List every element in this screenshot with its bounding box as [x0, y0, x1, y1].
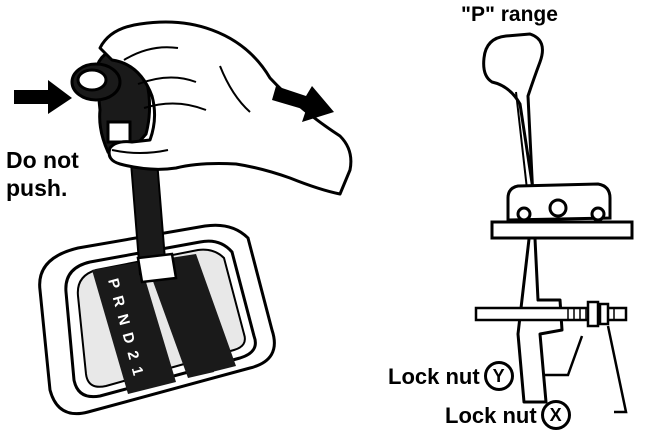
- mounting-bracket: [490, 182, 634, 240]
- lock-nut-x-badge: X: [540, 400, 571, 430]
- shift-knob: [70, 46, 152, 154]
- lock-nut-y-part: [586, 300, 610, 328]
- leader-lines: [544, 325, 628, 414]
- shift-gate-slot: [92, 254, 236, 394]
- lock-nut-y-text: Lock nut: [388, 363, 480, 389]
- p-range-label: "P" range: [461, 3, 558, 26]
- hand-illustration: [98, 20, 353, 196]
- pull-direction-arrow: [272, 86, 334, 122]
- lock-nut-x-text: Lock nut: [445, 402, 537, 428]
- lock-nut-y-badge: Y: [483, 361, 514, 391]
- shift-lever-shaft: [128, 146, 178, 284]
- do-not-push-arrow: [14, 80, 72, 114]
- push-label: push.: [6, 175, 68, 201]
- do-not-label: Do not: [6, 147, 79, 173]
